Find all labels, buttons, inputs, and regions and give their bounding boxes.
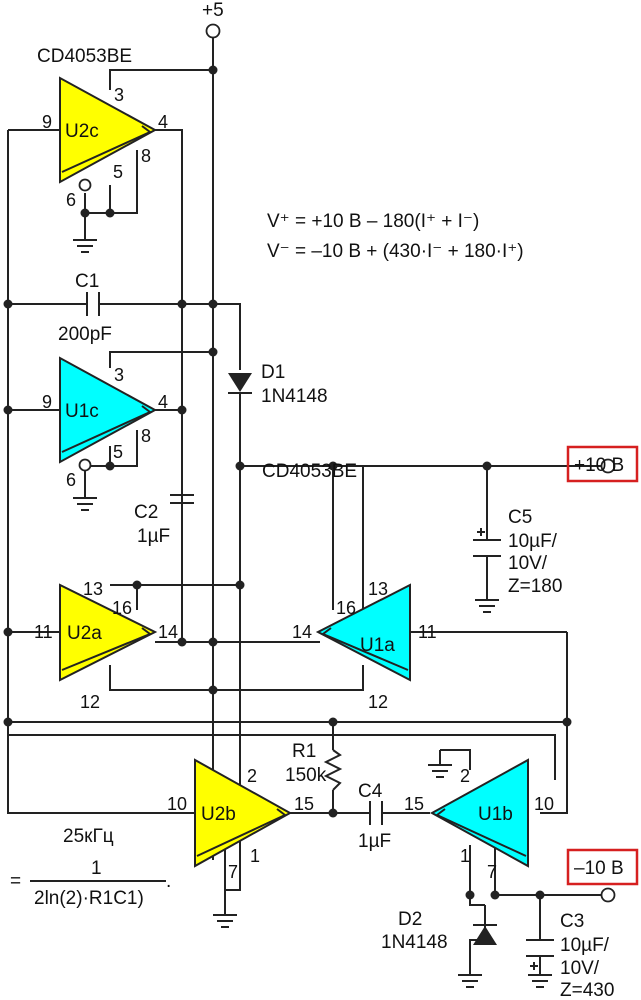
switch-u1a-pin: 16 bbox=[336, 598, 356, 618]
output-positive-terminal[interactable] bbox=[600, 458, 616, 474]
diode-d2-symbol bbox=[473, 924, 497, 945]
switch-u2a-pin: 11 bbox=[34, 622, 53, 642]
chip-label-top: CD4053BE bbox=[37, 46, 132, 67]
switch-u2a-pin: 14 bbox=[158, 622, 178, 642]
switch-u1b-label: U1b bbox=[478, 804, 513, 825]
frequency-numerator: 1 bbox=[91, 858, 102, 879]
c3-value-capacitance: 10µF/ bbox=[560, 935, 610, 956]
c3-value-voltage: 10V/ bbox=[560, 958, 600, 979]
output-negative-terminal[interactable] bbox=[600, 887, 616, 903]
supply-label: +5 bbox=[202, 0, 224, 21]
formula-v-plus: V⁺ = +10 В – 180(I⁺ + I⁻) bbox=[267, 211, 479, 232]
capacitor-c3-symbol bbox=[526, 939, 554, 975]
switch-u2c-label: U2c bbox=[65, 121, 99, 142]
u2c-pin6-terminal bbox=[78, 178, 92, 192]
output-positive-callout bbox=[566, 445, 639, 483]
switch-u2a-label: U2a bbox=[67, 623, 102, 644]
r1-name: R1 bbox=[292, 741, 316, 762]
ground-icon bbox=[73, 239, 552, 988]
c2-name: C2 bbox=[134, 502, 158, 523]
switch-u1a bbox=[315, 583, 411, 682]
switch-u2c-pin: 9 bbox=[42, 112, 52, 132]
frequency-period: . bbox=[166, 871, 171, 892]
switch-u1c bbox=[59, 356, 158, 464]
switch-u1c-pin: 4 bbox=[158, 392, 168, 412]
d1-value: 1N4148 bbox=[261, 386, 328, 407]
c4-name: C4 bbox=[358, 781, 383, 802]
output-positive-label: +10 В bbox=[574, 455, 624, 476]
supply-terminal[interactable] bbox=[205, 23, 221, 39]
switch-u2b bbox=[194, 758, 293, 868]
frequency-equals: = bbox=[10, 871, 21, 892]
switch-u1b-pin: 7 bbox=[487, 862, 497, 882]
switch-u1c-label: U1c bbox=[65, 401, 99, 422]
capacitor-c2-symbol bbox=[170, 494, 194, 504]
switch-u2a bbox=[59, 583, 158, 682]
switch-u1a-pin: 14 bbox=[292, 622, 312, 642]
switch-u2b-label: U2b bbox=[201, 804, 236, 825]
resistor-r1-symbol bbox=[323, 749, 343, 791]
r1-value: 150k bbox=[285, 765, 327, 786]
switch-u2b-pin: 1 bbox=[250, 846, 260, 866]
switch-u1c-pin: 6 bbox=[66, 470, 76, 490]
c1-value: 200pF bbox=[58, 324, 112, 345]
switch-u1a-label: U1a bbox=[360, 635, 395, 656]
d1-name: D1 bbox=[261, 362, 285, 383]
c3-name: C3 bbox=[560, 911, 584, 932]
c4-value: 1µF bbox=[358, 831, 391, 852]
formula-v-minus: V⁻ = –10 В + (430·I⁻ + 180·I⁺) bbox=[267, 241, 524, 262]
chip-label-mid: CD4053BE bbox=[262, 461, 357, 482]
frequency-denominator: 2ln(2)·R1C1) bbox=[34, 888, 144, 909]
c2-value: 1µF bbox=[137, 526, 170, 547]
switch-u2b-pin: 7 bbox=[228, 862, 238, 882]
switch-u1c-pin: 3 bbox=[114, 365, 124, 385]
output-negative-label: –10 В bbox=[574, 858, 624, 879]
wires bbox=[7, 38, 608, 975]
switch-u2b-pin: 15 bbox=[294, 794, 314, 814]
switch-u1c-pin: 8 bbox=[141, 426, 151, 446]
switch-u1b bbox=[429, 758, 529, 868]
switch-u1b-pin: 1 bbox=[460, 846, 470, 866]
frequency-label: 25кГц bbox=[63, 826, 114, 847]
switch-u2b-pin: 10 bbox=[167, 794, 187, 814]
switch-u2a-pin: 13 bbox=[83, 579, 103, 599]
switch-u1c-pin: 9 bbox=[42, 392, 52, 412]
switch-u1a-pin: 12 bbox=[368, 692, 388, 712]
c5-name: C5 bbox=[508, 507, 532, 528]
c5-value-capacitance: 10µF/ bbox=[508, 531, 558, 552]
d2-value: 1N4148 bbox=[381, 932, 448, 953]
switch-u2c-pin: 4 bbox=[158, 112, 168, 132]
c1-name: C1 bbox=[75, 271, 99, 292]
switch-u1b-pin: 2 bbox=[460, 766, 470, 786]
u1c-pin6-terminal bbox=[78, 458, 92, 472]
diode-d1-symbol bbox=[228, 373, 252, 394]
switch-u2c-pin: 5 bbox=[113, 162, 123, 182]
switch-u1c-pin: 5 bbox=[113, 442, 123, 462]
switch-u2a-pin: 12 bbox=[80, 692, 100, 712]
output-negative-callout bbox=[566, 848, 639, 886]
c3-value-impedance: Z=430 bbox=[560, 980, 614, 1000]
capacitor-c4-symbol bbox=[369, 801, 383, 825]
switch-u1a-pin: 11 bbox=[418, 622, 437, 642]
switch-u2c-pin: 6 bbox=[66, 190, 76, 210]
capacitor-c1-symbol bbox=[86, 292, 100, 316]
switch-u2c-pin: 8 bbox=[141, 146, 151, 166]
c5-value-impedance: Z=180 bbox=[508, 576, 562, 597]
d2-name: D2 bbox=[398, 909, 422, 930]
switch-u2b-pin: 2 bbox=[247, 766, 257, 786]
c5-value-voltage: 10V/ bbox=[508, 553, 548, 574]
switch-u2a-pin: 16 bbox=[112, 598, 132, 618]
switch-u1b-pin: 15 bbox=[404, 794, 424, 814]
capacitor-c5-symbol bbox=[473, 528, 501, 557]
switch-u1b-pin: 10 bbox=[534, 794, 554, 814]
switch-u2c-pin: 3 bbox=[114, 85, 124, 105]
switch-u2c bbox=[59, 76, 158, 184]
switch-u1a-pin: 13 bbox=[368, 579, 388, 599]
